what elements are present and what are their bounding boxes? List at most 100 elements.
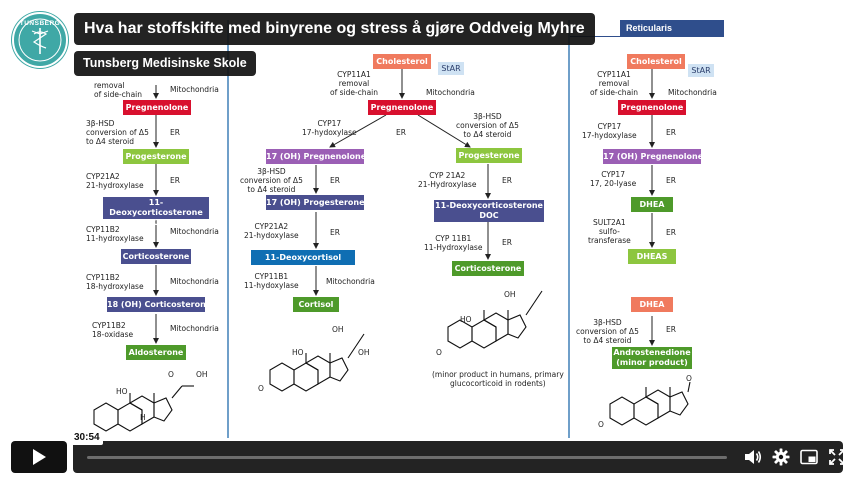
channel-name[interactable]: Tunsberg Medisinske Skole bbox=[74, 51, 256, 76]
label-cyp11b2: CYP11B2 11-hydroxylase bbox=[86, 225, 144, 243]
time-tooltip: 30:54 bbox=[71, 430, 103, 445]
box-pregnenolone: Pregnenolone bbox=[368, 100, 436, 115]
box-deoxycorticosterone: 11-Deoxycorticosterone DOC bbox=[434, 200, 544, 222]
label-er: ER bbox=[170, 176, 180, 185]
box-cholesterol: Cholesterol bbox=[373, 54, 431, 69]
label-cyp11a1: CYP11A1 removal of side-chain bbox=[590, 70, 638, 97]
video-title[interactable]: Hva har stoffskifte med binyrene og stre… bbox=[74, 13, 595, 45]
column-header-label: Reticularis bbox=[626, 23, 673, 33]
box-dhea-2: DHEA bbox=[631, 297, 673, 312]
box-progesterone: Progesterone bbox=[456, 148, 522, 163]
atom-o: O bbox=[436, 348, 442, 357]
picture-in-picture-icon bbox=[800, 449, 818, 465]
label-3bhsd: 3β-HSD conversion of Δ5 to Δ4 steroid bbox=[576, 318, 639, 345]
label-mitochondria: Mitochondria bbox=[426, 88, 475, 97]
atom-o: O bbox=[598, 420, 604, 429]
label-er: ER bbox=[330, 176, 340, 185]
gear-icon bbox=[772, 448, 790, 466]
box-11-deoxycortisol: 11-Deoxycortisol bbox=[251, 250, 355, 265]
control-bar bbox=[11, 441, 845, 473]
label-er: ER bbox=[502, 238, 512, 247]
box-dhea: DHEA bbox=[631, 197, 673, 212]
box-corticosterone: Corticosterone bbox=[452, 261, 524, 276]
label-mitochondria: Mitochondria bbox=[170, 277, 219, 286]
label-er: ER bbox=[396, 128, 406, 137]
label-removal-sidechain: removal of side-chain bbox=[94, 81, 142, 99]
box-dheas: DHEAS bbox=[628, 249, 676, 264]
atom-oh: OH bbox=[332, 325, 344, 334]
volume-button[interactable] bbox=[742, 446, 764, 468]
atom-oh: OH bbox=[504, 290, 516, 299]
label-cyp17: CYP17 17-hydoxylase bbox=[302, 119, 357, 137]
label-er: ER bbox=[330, 228, 340, 237]
label-er: ER bbox=[666, 128, 676, 137]
column-header-reticularis: Reticularis bbox=[620, 20, 724, 36]
box-deoxycorticosterone: 11-Deoxycorticosterone DOC bbox=[103, 197, 209, 227]
fullscreen-icon bbox=[829, 449, 845, 465]
box-17-oh-pregnenolone: 17 (OH) Pregnenolone bbox=[266, 149, 366, 164]
atom-o: O bbox=[168, 370, 174, 379]
settings-button[interactable] bbox=[770, 446, 792, 468]
label-er: ER bbox=[666, 176, 676, 185]
label-cyp11b1: CYP 11B1 11-Hydroxylase bbox=[424, 234, 483, 252]
column-divider bbox=[227, 20, 229, 438]
cortisol-structure bbox=[269, 352, 349, 392]
label-cyp11a1: CYP11A1 removal of side-chain bbox=[330, 70, 378, 97]
atom-o: O bbox=[258, 384, 264, 393]
play-button[interactable] bbox=[11, 441, 67, 473]
logo-text: TUNSBERG bbox=[19, 20, 61, 27]
atom-ho: HO bbox=[116, 387, 128, 396]
atom-ho: HO bbox=[460, 315, 472, 324]
label-cyp21a2: CYP21A2 21-hydroxylase bbox=[86, 172, 144, 190]
atom-h: H bbox=[140, 413, 146, 422]
progress-track[interactable] bbox=[87, 456, 727, 459]
box-pregnenolone: Pregnenolone bbox=[618, 100, 686, 115]
column-divider bbox=[568, 20, 570, 438]
label-cyp17: CYP17 17-hydoxylase bbox=[582, 122, 637, 140]
atom-oh: OH bbox=[358, 348, 370, 357]
label-mitochondria: Mitochondria bbox=[170, 85, 219, 94]
label-mitochondria: Mitochondria bbox=[170, 324, 219, 333]
label-sult2a1: SULT2A1 sulfo- transferase bbox=[588, 218, 631, 245]
box-aldosterone: Aldosterone bbox=[126, 345, 186, 360]
atom-ho: HO bbox=[292, 348, 304, 357]
box-androstenedione: Androstenedione (minor product) bbox=[612, 347, 692, 369]
caduceus-icon bbox=[18, 18, 62, 62]
aldosterone-structure bbox=[93, 392, 173, 432]
label-3bhsd: 3β-HSD conversion of Δ5 to Δ4 steroid bbox=[240, 167, 303, 194]
label-cyp11b1: CYP11B1 11-hydoxylase bbox=[244, 272, 299, 290]
channel-logo[interactable]: TUNSBERG bbox=[12, 12, 68, 68]
box-star: StAR bbox=[438, 62, 464, 75]
label-mitochondria: Mitochondria bbox=[668, 88, 717, 97]
box-corticosterone: Corticosterone bbox=[121, 249, 191, 264]
atom-o: O bbox=[686, 374, 692, 383]
label-3bhsd: 3β-HSD conversion of Δ5 to Δ4 steroid bbox=[456, 112, 519, 139]
label-cyp11b2: CYP11B2 18-oxidase bbox=[92, 321, 134, 339]
label-cyp21a2: CYP21A2 21-hydoxylase bbox=[244, 222, 299, 240]
label-3bhsd: 3β-HSD conversion of Δ5 to Δ4 steroid bbox=[86, 119, 149, 146]
label-er: ER bbox=[666, 228, 676, 237]
label-er: ER bbox=[170, 128, 180, 137]
label-cyp11b2: CYP11B2 18-hydroxylase bbox=[86, 273, 144, 291]
pip-button[interactable] bbox=[798, 446, 820, 468]
volume-icon bbox=[745, 450, 762, 464]
label-mitochondria: Mitochondria bbox=[326, 277, 375, 286]
androstenedione-structure bbox=[609, 386, 689, 426]
play-icon bbox=[33, 449, 46, 465]
note-minor-product: (minor product in humans, primary glucoc… bbox=[432, 370, 564, 388]
box-17-oh-pregnenolone: 17 (OH) Pregnenolone bbox=[603, 149, 703, 164]
label-cyp21a2: CYP 21A2 21-Hydroxylase bbox=[418, 171, 477, 189]
label-er: ER bbox=[502, 176, 512, 185]
box-progesterone: Progesterone bbox=[123, 149, 189, 164]
label-er: ER bbox=[666, 325, 676, 334]
label-mitochondria: Mitochondria bbox=[170, 227, 219, 236]
box-star: StAR bbox=[688, 64, 714, 77]
column-rule bbox=[570, 36, 724, 37]
progress-bar-container bbox=[73, 441, 845, 473]
fullscreen-button[interactable] bbox=[826, 446, 848, 468]
box-cholesterol: Cholesterol bbox=[627, 54, 685, 69]
label-cyp17-lyase: CYP17 17, 20-lyase bbox=[590, 170, 637, 188]
